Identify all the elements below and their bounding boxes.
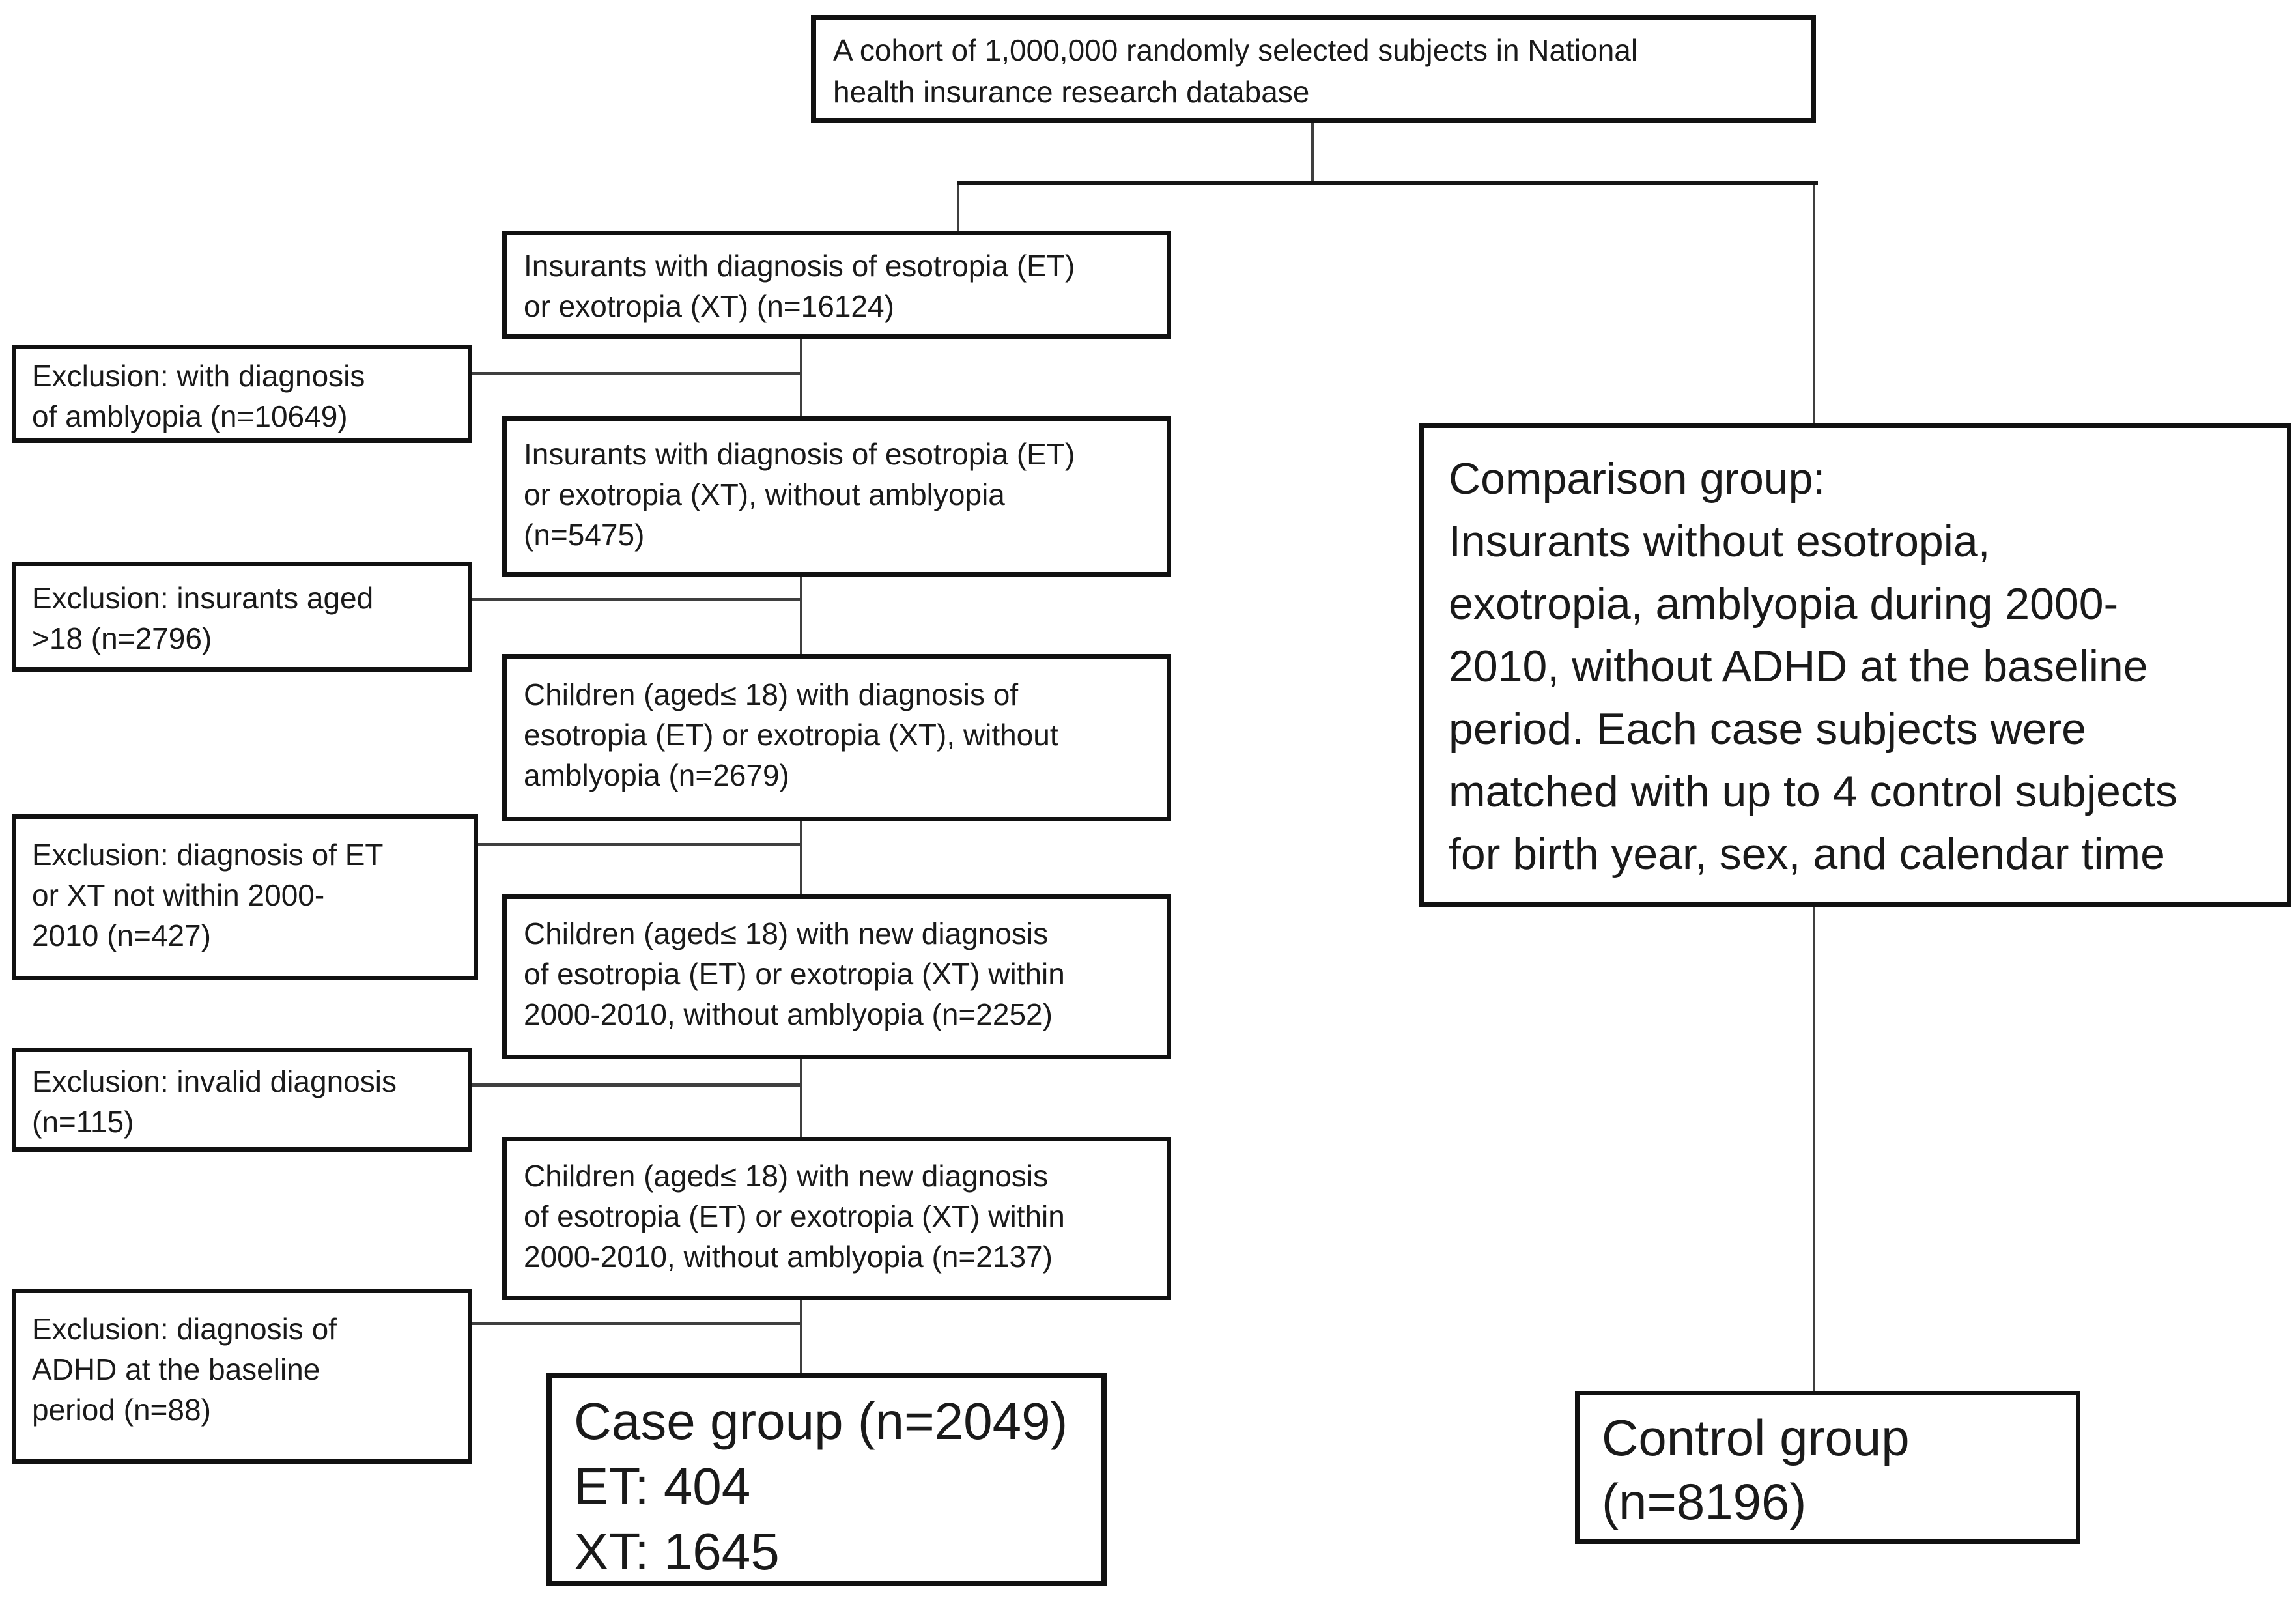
edge-comparison-to-control — [1813, 904, 1815, 1393]
edge-branch-right-down — [1813, 185, 1815, 427]
edge-exclusion-1 — [470, 372, 802, 375]
node-children-valid-diagnosis: Children (aged≤ 18) with new diagnosis o… — [502, 1137, 1171, 1300]
edge-exclusion-2 — [470, 598, 802, 601]
edge-spine-4 — [800, 1057, 802, 1139]
node-cohort: A cohort of 1,000,000 randomly selected … — [811, 15, 1816, 123]
edge-exclusion-3 — [475, 843, 802, 846]
node-exclusion-adhd: Exclusion: diagnosis of ADHD at the base… — [12, 1289, 472, 1464]
node-strabismus-no-amblyopia: Insurants with diagnosis of esotropia (E… — [502, 416, 1171, 577]
edge-branch-horizontal — [957, 181, 1818, 185]
edge-spine-3 — [800, 819, 802, 897]
node-children-new-diagnosis: Children (aged≤ 18) with new diagnosis o… — [502, 894, 1171, 1059]
edge-exclusion-5 — [470, 1322, 802, 1325]
edge-spine-2 — [800, 574, 802, 657]
node-strabismus: Insurants with diagnosis of esotropia (E… — [502, 231, 1171, 339]
node-case-group: Case group (n=2049) ET: 404 XT: 1645 — [546, 1373, 1107, 1586]
edge-exclusion-4 — [470, 1083, 802, 1087]
node-comparison-group: Comparison group: Insurants without esot… — [1419, 423, 2291, 907]
edge-spine-1 — [800, 336, 802, 419]
edge-spine-5 — [800, 1298, 802, 1376]
node-children-strabismus: Children (aged≤ 18) with diagnosis of es… — [502, 654, 1171, 821]
edge-cohort-down — [1311, 123, 1314, 185]
node-control-group: Control group (n=8196) — [1575, 1391, 2080, 1544]
node-exclusion-invalid: Exclusion: invalid diagnosis (n=115) — [12, 1048, 472, 1152]
edge-branch-left-down — [957, 185, 959, 233]
node-exclusion-not-within-period: Exclusion: diagnosis of ET or XT not wit… — [12, 814, 478, 980]
node-exclusion-amblyopia: Exclusion: with diagnosis of amblyopia (… — [12, 345, 472, 443]
node-exclusion-aged: Exclusion: insurants aged >18 (n=2796) — [12, 562, 472, 672]
